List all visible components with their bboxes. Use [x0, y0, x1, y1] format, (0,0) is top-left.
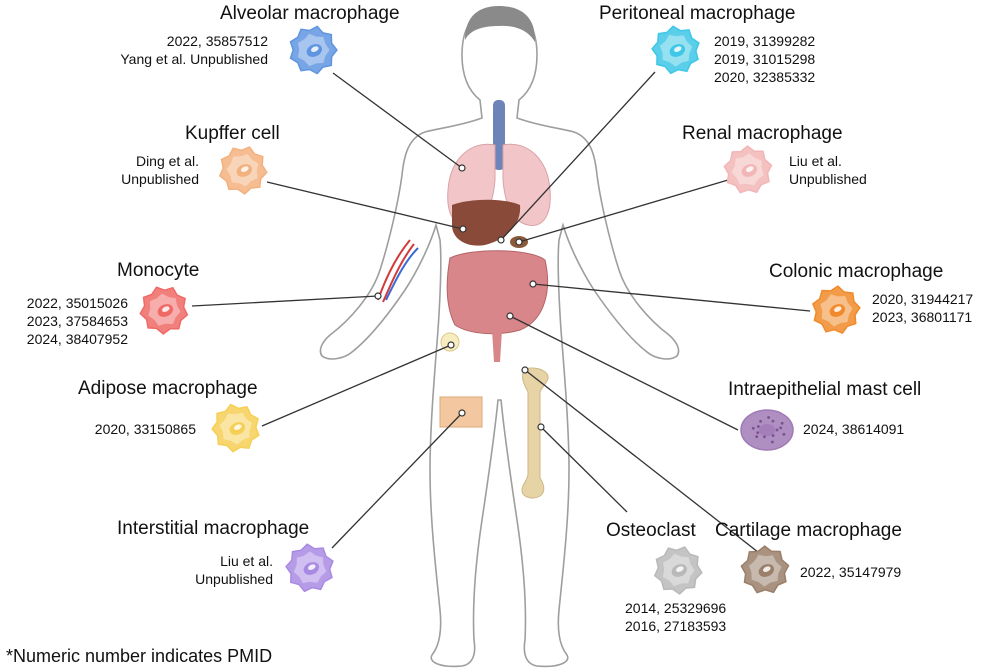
leader-interstitial	[331, 412, 463, 549]
osteoclast-cell-icon	[653, 546, 703, 595]
kupffer-cell-icon	[218, 146, 268, 195]
adipose-macrophage-refs: 2020, 33150865	[94, 421, 196, 437]
leader-dots	[374, 164, 545, 431]
pmid-footnote: *Numeric number indicates PMID	[6, 646, 273, 666]
cartilage-macrophage-label: Cartilage macrophage	[715, 520, 902, 541]
leader-peritoneal	[500, 71, 656, 241]
alveolar-cell-icon	[289, 25, 338, 75]
alveolar-macrophage-label: Alveolar macrophage	[220, 3, 400, 24]
osteoclast-label: Osteoclast	[606, 520, 696, 541]
adipose-cell-icon	[211, 403, 260, 453]
hair	[465, 6, 536, 42]
intestine-icon	[446, 250, 548, 335]
leader-renal	[518, 179, 729, 243]
kupffer-cell-refs: Ding et al.Unpublished	[121, 153, 199, 187]
monocyte-cell-icon	[139, 286, 189, 335]
adipose-macrophage-label: Adipose macrophage	[78, 378, 258, 399]
leader-monocyte	[191, 295, 379, 307]
intraepithelial-mast-cell-label: Intraepithelial mast cell	[728, 379, 922, 400]
interstitial-macrophage-label: Interstitial macrophage	[117, 518, 310, 539]
leader-osteoclast	[540, 426, 628, 513]
leader-alveolar	[332, 72, 463, 169]
leader-adipose	[261, 344, 452, 427]
colonic-macrophage-label: Colonic macrophage	[769, 261, 944, 282]
cartilage-macrophage-refs: 2022, 35147979	[800, 564, 902, 580]
renal-macrophage-label: Renal macrophage	[682, 123, 843, 144]
cartilage-cell-icon	[740, 545, 790, 594]
kupffer-cell-label: Kupffer cell	[185, 123, 280, 144]
renal-macrophage-refs: Liu et al.Unpublished	[789, 153, 867, 187]
interstitial-cell-icon	[285, 543, 334, 593]
rectum-icon	[492, 330, 502, 362]
leader-colonic	[532, 283, 811, 312]
leader-mast	[509, 315, 739, 431]
peritoneal-cell-icon	[651, 25, 700, 75]
leader-kupffer	[266, 181, 464, 230]
mast-cell-icon	[740, 409, 794, 451]
femur-icon	[521, 367, 549, 499]
peritoneal-macrophage-label: Peritoneal macrophage	[599, 3, 796, 24]
intraepithelial-mast-cell-refs: 2024, 38614091	[803, 421, 905, 437]
vein-line	[385, 247, 419, 301]
leader-cartilage	[524, 369, 764, 557]
monocyte-label: Monocyte	[117, 260, 200, 281]
renal-cell-icon	[723, 145, 773, 194]
leader-lines	[191, 71, 811, 557]
trachea-icon	[493, 100, 505, 170]
liver-icon	[452, 199, 521, 246]
interstitial-macrophage-refs: Liu et al.Unpublished	[195, 553, 273, 587]
colonic-cell-icon	[811, 285, 861, 335]
